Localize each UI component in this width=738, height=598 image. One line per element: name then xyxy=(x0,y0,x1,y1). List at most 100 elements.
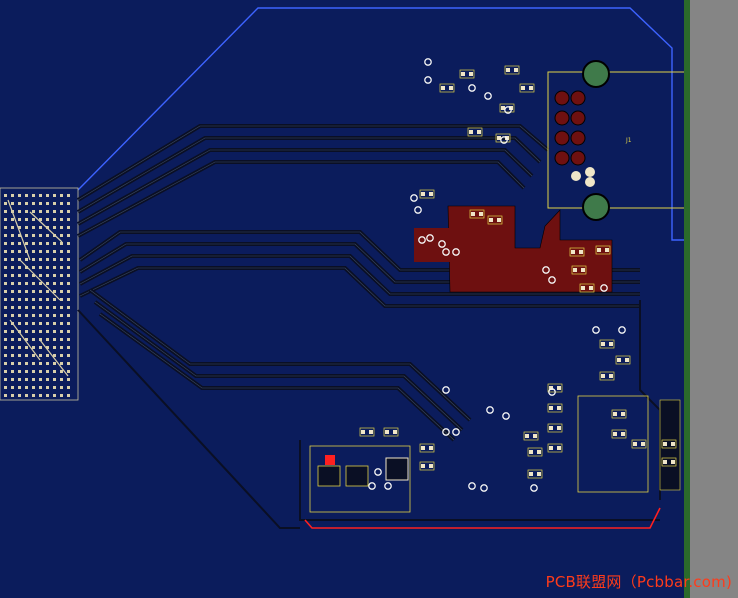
bga-pad xyxy=(18,362,21,365)
bga-pad xyxy=(53,210,56,213)
smd-pad[interactable] xyxy=(601,342,605,346)
right-ic-outline[interactable] xyxy=(577,395,649,493)
smd-pad[interactable] xyxy=(581,286,585,290)
smd-pad[interactable] xyxy=(557,406,561,410)
qfn-chip[interactable] xyxy=(385,457,409,481)
smd-pad[interactable] xyxy=(514,68,518,72)
connector-pin[interactable] xyxy=(554,110,570,126)
connector-pin[interactable] xyxy=(554,150,570,166)
ic-u1[interactable] xyxy=(317,465,341,487)
bga-pad xyxy=(53,322,56,325)
smd-pad[interactable] xyxy=(613,412,617,416)
smd-pad[interactable] xyxy=(441,86,445,90)
smd-pad[interactable] xyxy=(449,86,453,90)
smd-pad[interactable] xyxy=(663,460,667,464)
smd-pad[interactable] xyxy=(477,130,481,134)
smd-pad[interactable] xyxy=(633,442,637,446)
smd-pad[interactable] xyxy=(361,430,365,434)
smd-pad[interactable] xyxy=(557,386,561,390)
smd-components[interactable] xyxy=(359,65,677,479)
smd-pad[interactable] xyxy=(597,248,601,252)
smd-pad[interactable] xyxy=(549,386,553,390)
connector-pins[interactable] xyxy=(554,90,595,187)
bga-pad xyxy=(53,202,56,205)
red-pad[interactable] xyxy=(325,455,335,465)
smd-pad[interactable] xyxy=(429,192,433,196)
smd-outline xyxy=(383,427,399,437)
smd-pad[interactable] xyxy=(497,136,501,140)
smd-pad[interactable] xyxy=(471,212,475,216)
connector-pin-small[interactable] xyxy=(585,167,595,177)
smd-pad[interactable] xyxy=(497,218,501,222)
smd-pad[interactable] xyxy=(501,106,505,110)
bga-field[interactable] xyxy=(0,187,79,401)
smd-pad[interactable] xyxy=(609,374,613,378)
smd-pad[interactable] xyxy=(429,464,433,468)
smd-pad[interactable] xyxy=(537,450,541,454)
smd-pad[interactable] xyxy=(641,442,645,446)
smd-pad[interactable] xyxy=(617,358,621,362)
smd-pad[interactable] xyxy=(461,72,465,76)
smd-pad[interactable] xyxy=(521,86,525,90)
bga-pad xyxy=(46,210,49,213)
smd-outline xyxy=(611,409,627,419)
smd-pad[interactable] xyxy=(571,250,575,254)
smd-pad[interactable] xyxy=(601,374,605,378)
smd-pad[interactable] xyxy=(671,442,675,446)
smd-pad[interactable] xyxy=(609,342,613,346)
connector-pin[interactable] xyxy=(554,130,570,146)
bga-pad xyxy=(39,282,42,285)
smd-pad[interactable] xyxy=(393,430,397,434)
smd-pad[interactable] xyxy=(529,450,533,454)
smd-pad[interactable] xyxy=(429,446,433,450)
smd-pad[interactable] xyxy=(479,212,483,216)
smd-pad[interactable] xyxy=(421,446,425,450)
smd-pad[interactable] xyxy=(579,250,583,254)
smd-pad[interactable] xyxy=(549,406,553,410)
smd-pad[interactable] xyxy=(489,218,493,222)
smd-pad[interactable] xyxy=(529,86,533,90)
connector-pin[interactable] xyxy=(570,110,586,126)
connector-pin[interactable] xyxy=(554,90,570,106)
connector-pin-small[interactable] xyxy=(571,171,581,181)
smd-pad[interactable] xyxy=(549,426,553,430)
connector-pin-small[interactable] xyxy=(585,177,595,187)
connector-pin[interactable] xyxy=(570,90,586,106)
smd-pad[interactable] xyxy=(469,72,473,76)
smd-pad[interactable] xyxy=(557,446,561,450)
smd-pad[interactable] xyxy=(421,192,425,196)
ic-u2[interactable] xyxy=(345,465,369,487)
connector-pin[interactable] xyxy=(570,130,586,146)
smd-pad[interactable] xyxy=(625,358,629,362)
bga-pad xyxy=(67,218,70,221)
smd-outline xyxy=(661,457,677,467)
smd-pad[interactable] xyxy=(621,432,625,436)
smd-pad[interactable] xyxy=(557,426,561,430)
smd-pad[interactable] xyxy=(537,472,541,476)
smd-pad[interactable] xyxy=(385,430,389,434)
smd-pad[interactable] xyxy=(605,248,609,252)
connector-pin[interactable] xyxy=(570,150,586,166)
smd-pad[interactable] xyxy=(573,268,577,272)
via xyxy=(424,76,432,84)
smd-pad[interactable] xyxy=(529,472,533,476)
smd-pad[interactable] xyxy=(533,434,537,438)
smd-pad[interactable] xyxy=(581,268,585,272)
bga-pad xyxy=(53,338,56,341)
bga-pad xyxy=(18,234,21,237)
smd-pad[interactable] xyxy=(589,286,593,290)
smd-pad[interactable] xyxy=(663,442,667,446)
smd-pad[interactable] xyxy=(421,464,425,468)
smd-pad[interactable] xyxy=(525,434,529,438)
bga-pad xyxy=(46,354,49,357)
via xyxy=(548,388,556,396)
smd-pad[interactable] xyxy=(506,68,510,72)
smd-pad[interactable] xyxy=(369,430,373,434)
smd-pad[interactable] xyxy=(469,130,473,134)
bga-pad xyxy=(25,338,28,341)
smd-pad[interactable] xyxy=(671,460,675,464)
smd-pad[interactable] xyxy=(613,432,617,436)
smd-pad[interactable] xyxy=(621,412,625,416)
smd-pad[interactable] xyxy=(549,446,553,450)
